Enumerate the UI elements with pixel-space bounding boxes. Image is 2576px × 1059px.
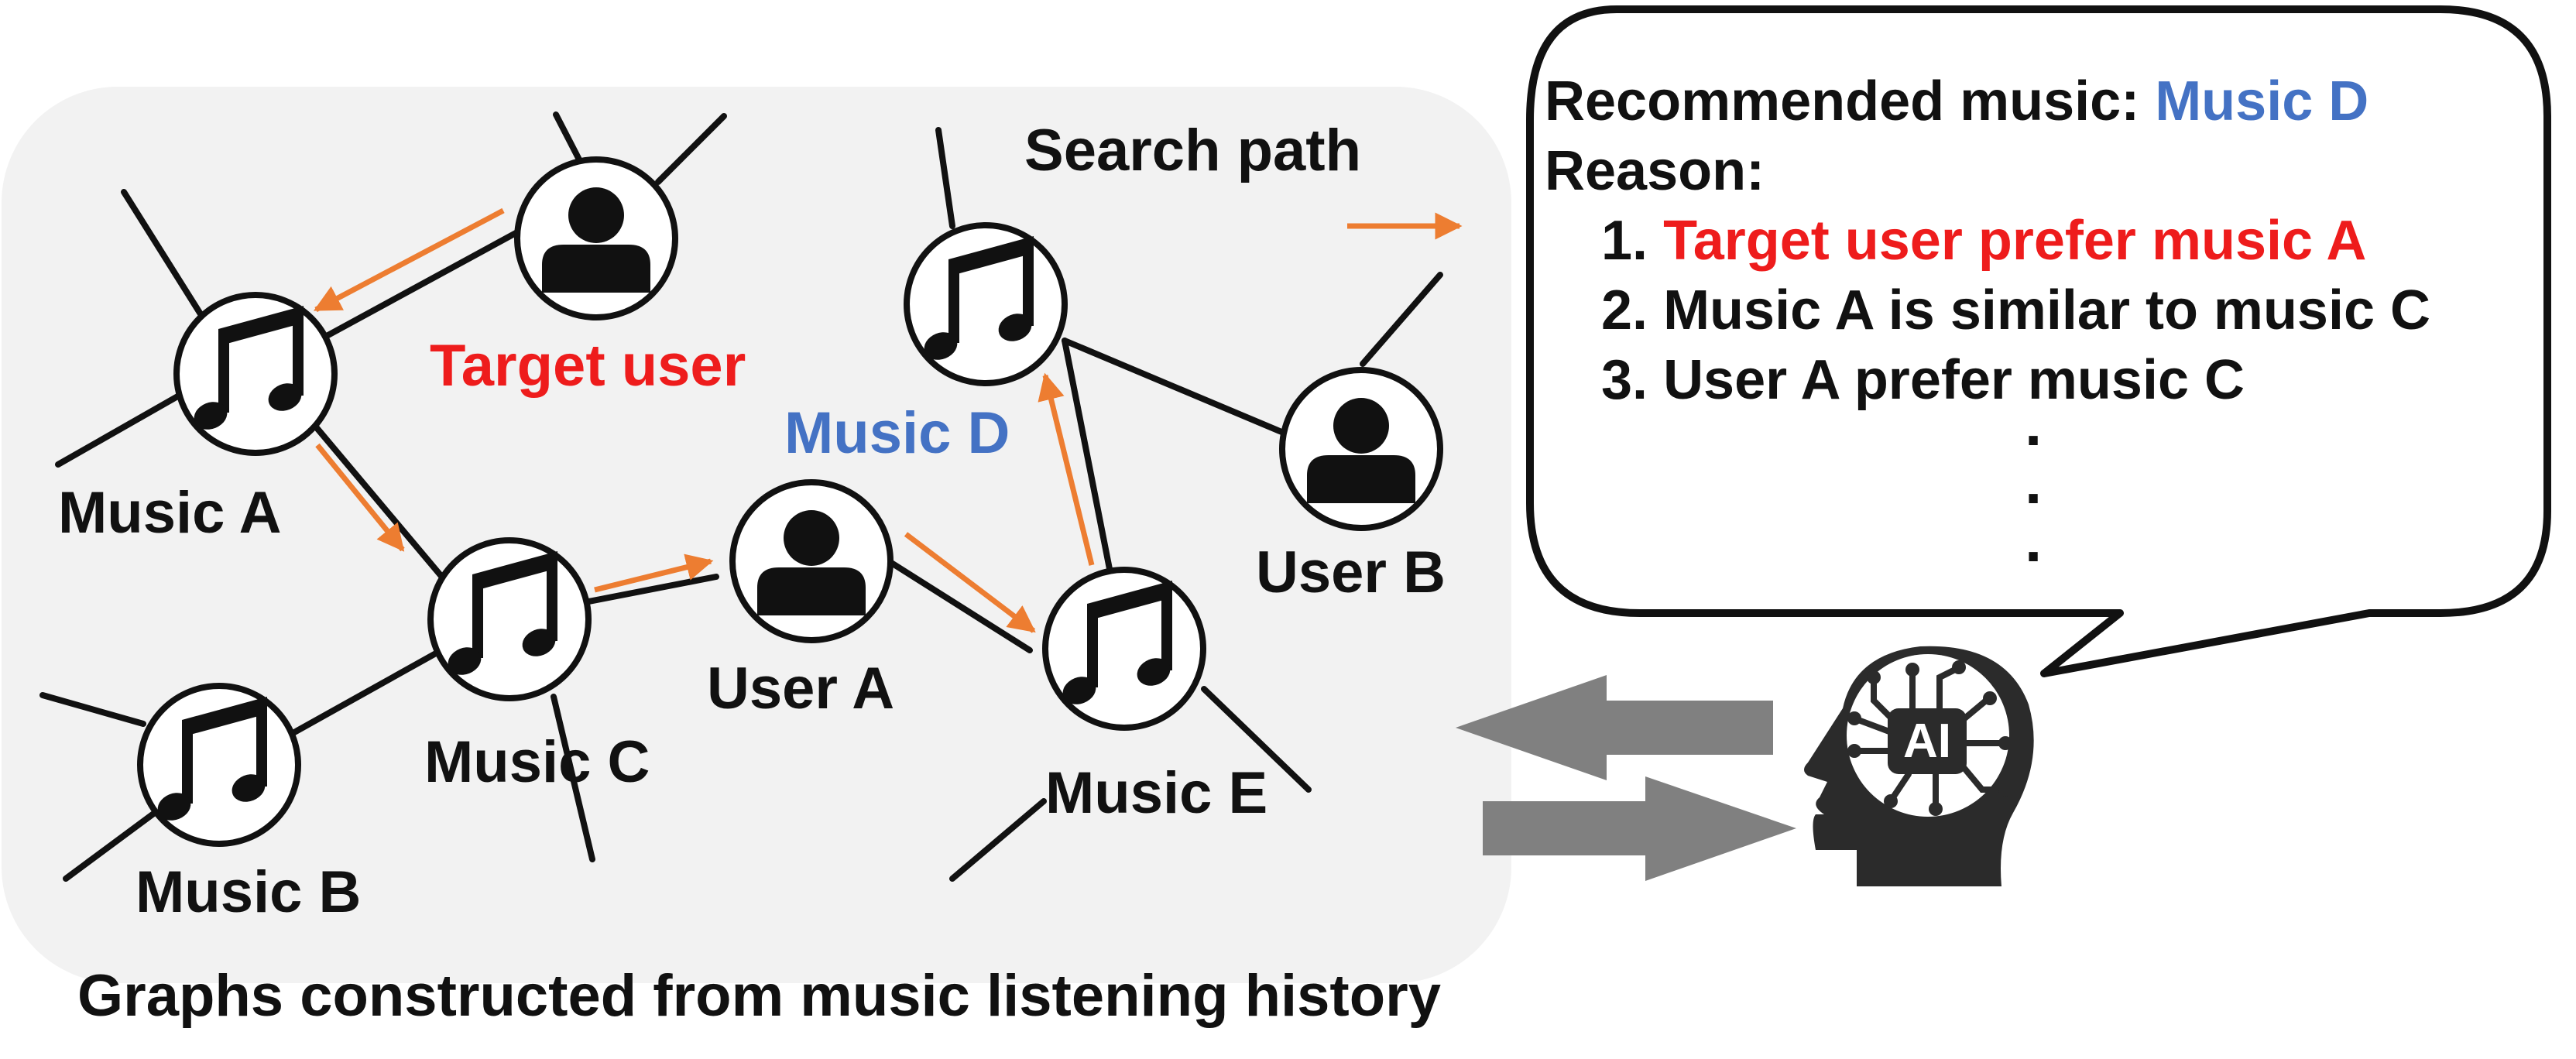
graph-edges bbox=[39, 111, 1443, 882]
graph-caption: Graphs constructed from music listening … bbox=[77, 963, 1441, 1029]
music-node-b bbox=[137, 683, 301, 847]
reason-text: User A prefer music C bbox=[1663, 349, 2245, 411]
label-target-user: Target user bbox=[430, 333, 746, 399]
arrow-right-icon bbox=[1483, 776, 1796, 881]
label-search-path: Search path bbox=[1024, 118, 1361, 183]
reason-text: Target user prefer music A bbox=[1663, 210, 2366, 272]
ai-label: AI bbox=[1903, 715, 1951, 768]
label-music-d: Music D bbox=[784, 400, 1010, 466]
recommended-prefix: Recommended music: bbox=[1545, 70, 2155, 132]
reason-number: 1. bbox=[1601, 210, 1663, 272]
user-node-b bbox=[1279, 367, 1443, 531]
ellipsis-dot: . bbox=[2025, 447, 2042, 516]
music-node-a bbox=[173, 292, 338, 456]
label-music-e: Music E bbox=[1045, 760, 1267, 826]
reason-item: 2. Music A is similar to music C bbox=[1601, 279, 2430, 341]
reason-label: Reason: bbox=[1545, 140, 1765, 202]
reason-text: Music A is similar to music C bbox=[1663, 279, 2430, 341]
label-user-b: User B bbox=[1256, 540, 1446, 605]
ai-head-icon bbox=[1804, 646, 2034, 886]
recommended-value: Music D bbox=[2155, 70, 2368, 132]
arrow-left-icon bbox=[1456, 675, 1773, 780]
search-path-arrows bbox=[313, 207, 1463, 633]
ellipsis-dot: . bbox=[2025, 389, 2042, 458]
ellipsis-dot: . bbox=[2025, 506, 2042, 574]
label-music-a: Music A bbox=[58, 480, 282, 546]
speech-bubble bbox=[1526, 5, 2551, 677]
user-node-a bbox=[729, 479, 894, 643]
music-node-e bbox=[1042, 567, 1206, 731]
user-node-target bbox=[514, 156, 678, 320]
music-node-d bbox=[904, 222, 1068, 386]
music-node-c bbox=[427, 537, 592, 701]
label-user-a: User A bbox=[707, 656, 894, 721]
label-music-b: Music B bbox=[135, 859, 361, 925]
reason-item: 1. Target user prefer music A bbox=[1601, 210, 2366, 272]
reason-number: 2. bbox=[1601, 279, 1663, 341]
reason-number: 3. bbox=[1601, 349, 1663, 411]
recommended-line: Recommended music: Music D bbox=[1545, 70, 2368, 132]
label-music-c: Music C bbox=[424, 729, 650, 795]
reason-item: 3. User A prefer music C bbox=[1601, 349, 2245, 411]
